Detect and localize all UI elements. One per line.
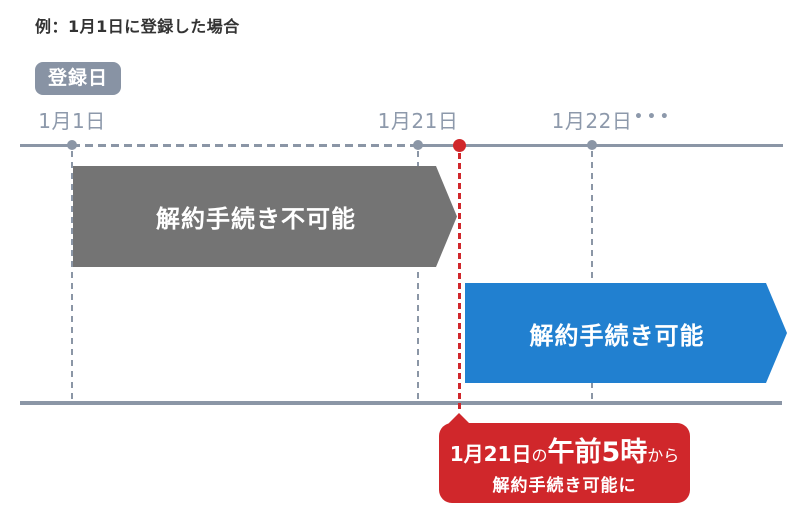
date-label-jan22: 1月22日 — [551, 109, 633, 133]
timeline-solid-start — [20, 144, 72, 147]
unavailable-period-label: 解約手続き不可能 — [156, 205, 356, 233]
callout-particle-kara: から — [647, 446, 680, 465]
timeline-solid-end — [418, 144, 783, 147]
date-label-jan1: 1月1日 — [38, 109, 106, 133]
callout-particle-no: の — [531, 446, 548, 465]
registration-date-badge: 登録日 — [35, 62, 122, 95]
unavailable-period-arrow: 解約手続き不可能 — [73, 166, 457, 267]
guide-line-jan21 — [417, 151, 419, 401]
callout-pointer-icon — [448, 413, 470, 424]
timeline-dot-jan22 — [587, 140, 597, 150]
guide-line-cancellation-start — [458, 153, 461, 409]
callout-date: 1月21日 — [449, 442, 532, 466]
ellipsis-icon: ••• — [634, 109, 673, 125]
available-period-label: 解約手続き可能 — [529, 321, 705, 350]
guide-line-jan22 — [591, 151, 593, 401]
callout-line1: 1月21日 の 午前5時 から — [450, 430, 680, 469]
callout-time: 午前5時 — [547, 437, 648, 468]
timeline-dashed-segment — [72, 144, 418, 147]
diagram-title: 例：1月1日に登録した場合 — [35, 17, 240, 36]
guide-line-jan1 — [71, 151, 73, 401]
timeline-dot-jan21 — [413, 140, 423, 150]
timeline-dot-jan1 — [67, 140, 77, 150]
callout-line2: 解約手続き可能に — [492, 476, 637, 496]
available-period-arrow: 解約手続き可能 — [465, 283, 787, 383]
timeline-dot-cancellation-start — [453, 139, 466, 152]
cancellation-callout: 1月21日 の 午前5時 から 解約手続き可能に — [439, 413, 690, 503]
diagram-baseline — [20, 401, 782, 405]
date-label-jan21: 1月21日 — [377, 109, 459, 133]
